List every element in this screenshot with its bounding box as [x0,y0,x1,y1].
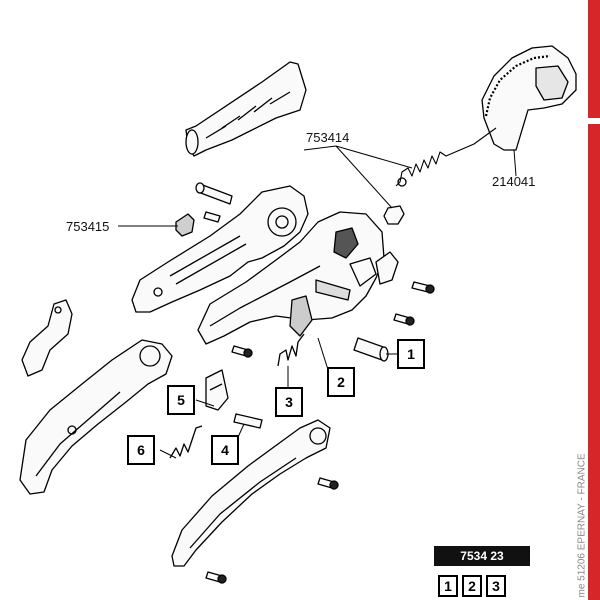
torsion-spring-6-part [169,425,203,459]
pin-1-part [353,337,389,362]
kit-item-2: 2 [462,575,482,597]
screw-bottom [205,571,227,584]
svg-text:2: 2 [337,374,345,390]
red-side-bar [588,0,600,600]
callout-3: 3 [275,387,303,417]
small-clip-part [383,205,405,225]
torsion-spring-3-part [277,333,305,367]
callout-1: 1 [397,339,425,369]
tension-spring-part [395,127,497,187]
callout-5: 5 [167,385,195,415]
small-lever-part [21,299,73,377]
label-753415: 753415 [66,219,109,234]
upper-pin-part [195,182,233,205]
kit-reference-badge: 7534 23 [434,546,530,566]
callout-4: 4 [211,435,239,465]
svg-text:5: 5 [177,392,185,408]
latch-plate-5-part [205,369,229,411]
label-753414: 753414 [306,130,349,145]
callout-2: 2 [327,367,355,397]
clip-753415-part [175,213,195,237]
callout-6: 6 [127,435,155,465]
kit-contents: 1 2 3 [438,575,506,597]
kit-item-3: 3 [486,575,506,597]
ratchet-blade-part [481,45,577,151]
screw-right-lower [393,313,415,326]
lower-left-handle-part [19,339,173,495]
upper-handle-part [131,185,309,313]
svg-text:4: 4 [221,442,229,458]
svg-text:3: 3 [285,394,293,410]
rubber-grip-part [185,61,307,157]
side-address-text: me 51206 EPERNAY - FRANCE [576,453,588,598]
lower-right-handle-part [171,419,331,567]
label-214041: 214041 [492,174,535,189]
leader-lines [118,145,517,459]
svg-text:1: 1 [407,346,415,362]
main-body-part [197,211,399,345]
small-pin-part [203,211,221,223]
screw-lower-middle [317,477,339,490]
kit-item-1: 1 [438,575,458,597]
pin-4-part [233,413,263,429]
screw-right-upper [411,281,435,294]
screw-middle [231,345,253,358]
svg-text:6: 6 [137,442,145,458]
